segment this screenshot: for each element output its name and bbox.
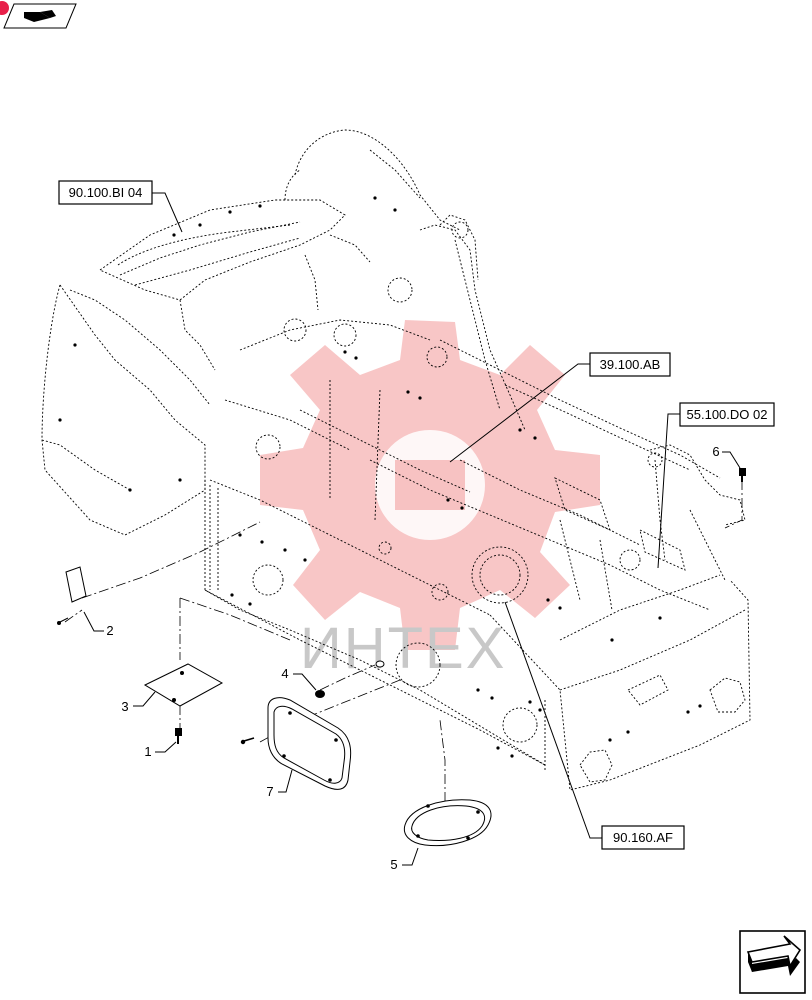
item-1-label: 1 [144, 744, 151, 759]
ref-39-100-ab[interactable]: 39.100.AB [589, 352, 671, 377]
ref-55-100-do-02[interactable]: 55.100.DO 02 [679, 402, 775, 427]
chassis-frame-outline [41, 129, 751, 791]
ref-90-100-bi-04[interactable]: 90.100.BI 04 [58, 180, 153, 205]
next-page-arrow-icon [746, 935, 802, 976]
part-2-screw [57, 617, 69, 625]
next-page-button[interactable] [739, 930, 806, 994]
part-6-bolt[interactable] [739, 468, 746, 482]
part-7-access-cover[interactable] [240, 697, 352, 790]
watermark-logo: ИНТЕХ [260, 320, 600, 681]
item-7-label: 7 [266, 784, 273, 799]
ref-90-100-bi-04-label: 90.100.BI 04 [69, 185, 143, 200]
book-arrow-icon [24, 10, 56, 22]
leader-lines [83, 192, 741, 866]
watermark-text: ИНТЕХ [300, 616, 506, 681]
top-left-nav-icon[interactable] [0, 1, 77, 29]
part-4-plug[interactable] [315, 660, 385, 698]
item-3-label: 3 [121, 699, 128, 714]
part-5-round-cover[interactable] [403, 799, 492, 847]
item-4-label: 4 [281, 666, 288, 681]
part-2-bracket-plate[interactable] [57, 566, 87, 625]
item-2-label: 2 [106, 623, 113, 638]
ref-90-160-af-label: 90.160.AF [613, 830, 673, 845]
fastener-dots [58, 196, 702, 758]
part-1-bolt[interactable] [175, 728, 182, 744]
item-5-label: 5 [390, 857, 397, 872]
ref-39-100-ab-label: 39.100.AB [600, 357, 661, 372]
item-6-label: 6 [712, 444, 719, 459]
ref-90-160-af[interactable]: 90.160.AF [601, 825, 685, 850]
part-7-screw [240, 737, 255, 745]
ref-55-100-do-02-label: 55.100.DO 02 [687, 407, 768, 422]
part-3-cover-plate[interactable] [143, 663, 224, 707]
